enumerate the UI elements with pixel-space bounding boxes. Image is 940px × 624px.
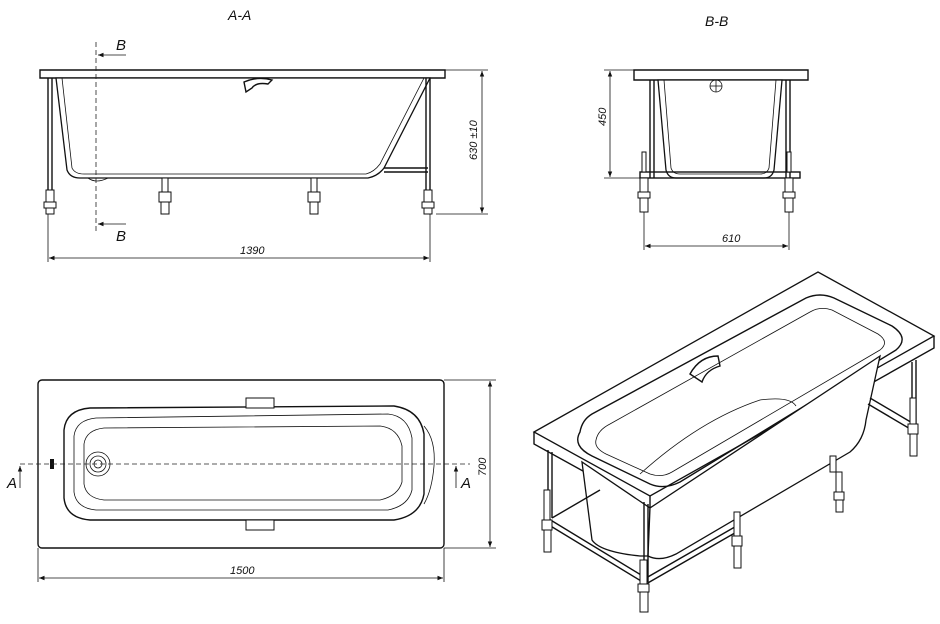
iso-feet <box>541 397 919 613</box>
plan-bowl-outer <box>63 405 425 521</box>
plan-handle-top <box>245 397 275 409</box>
isometric-view <box>532 271 936 613</box>
plan-bowl-inner <box>73 413 413 511</box>
aa-feet <box>43 177 435 215</box>
iso-bath-side-front <box>647 354 881 560</box>
section-aa-title: A-A <box>227 7 251 23</box>
aa-bath-body <box>55 77 432 179</box>
aa-cut-label-bottom: B <box>116 228 126 245</box>
aa-dim-width: 1390 <box>240 245 265 257</box>
aa-rim <box>39 69 446 79</box>
bb-dim-width: 610 <box>722 233 741 245</box>
bb-rim <box>633 69 809 81</box>
bb-bath-body <box>657 79 783 179</box>
section-bb-view: B-B 450 610 <box>597 13 809 250</box>
aa-handle <box>243 77 274 94</box>
section-aa-view: A-A B B 1390 <box>39 7 488 262</box>
section-bb-title: B-B <box>705 13 728 29</box>
bb-frame-base <box>639 171 801 179</box>
iso-bowl-opening <box>577 294 903 488</box>
plan-view: A A 1500 700 <box>6 379 496 582</box>
aa-inner-wall <box>61 77 425 175</box>
aa-cut-label-top: B <box>116 37 126 54</box>
plan-dim-length: 1500 <box>230 565 255 577</box>
iso-handle <box>689 355 721 384</box>
plan-cut-label-left: A <box>6 475 17 492</box>
bb-dim-height: 450 <box>597 107 609 126</box>
aa-dim-height: 630 ±10 <box>468 119 480 160</box>
plan-dim-width: 700 <box>477 457 489 476</box>
plan-handle-bottom <box>245 519 275 531</box>
iso-bath-side-left <box>581 460 651 557</box>
plan-cut-label-right: A <box>460 475 471 492</box>
